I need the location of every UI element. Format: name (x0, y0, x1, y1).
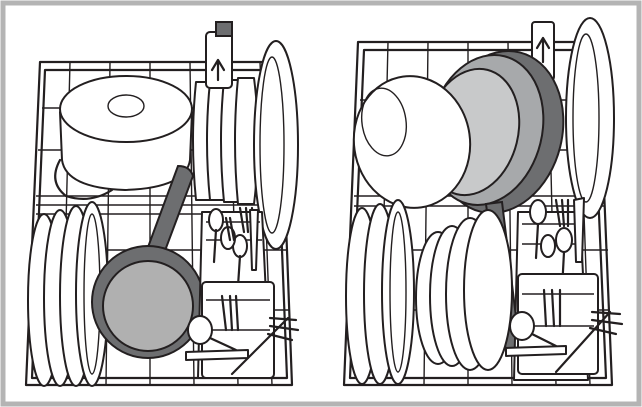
left-panel (24, 21, 300, 387)
left-cutlery-basket (185, 206, 300, 379)
large-bowl (352, 75, 472, 209)
left-plates-middle (192, 77, 259, 205)
right-cutlery-basket (505, 197, 624, 381)
left-tall-plate (253, 40, 299, 250)
right-plates-side (345, 199, 415, 385)
direction-arrow-icon (535, 36, 551, 64)
right-bowls-middle (415, 209, 513, 371)
casserole-dish (54, 75, 193, 201)
right-panel (342, 17, 624, 387)
saucepan (91, 164, 205, 359)
right-tall-plate (565, 17, 615, 219)
left-rack-handle (205, 21, 233, 89)
direction-arrow-icon (210, 58, 226, 82)
